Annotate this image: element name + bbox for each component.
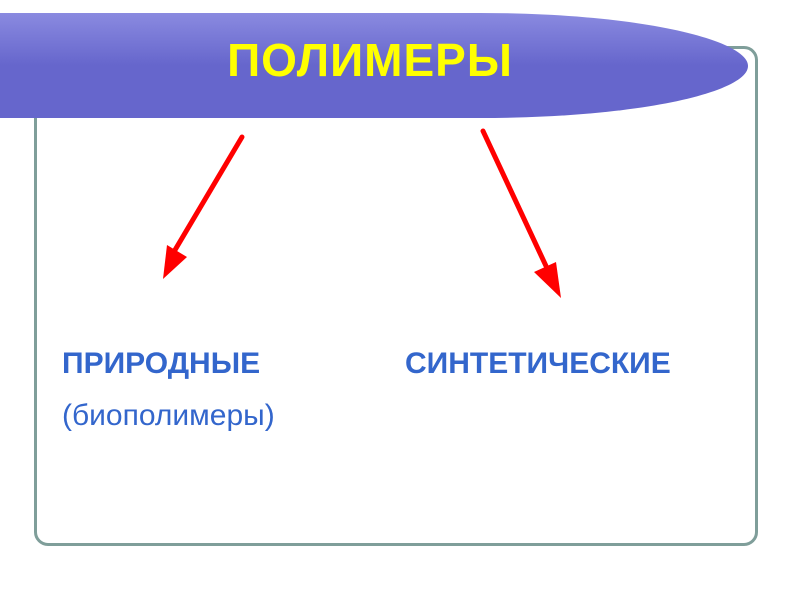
synthetic-polymers-label: СИНТЕТИЧЕСКИЕ <box>405 347 671 380</box>
natural-polymers-label: ПРИРОДНЫЕ <box>62 347 261 380</box>
biopolymers-label: (биополимеры) <box>62 399 275 432</box>
arrow-left <box>163 134 245 279</box>
banner-shape <box>0 13 748 118</box>
arrow-right <box>480 128 561 298</box>
content-frame <box>34 46 758 546</box>
title-banner <box>0 13 748 118</box>
page-title: ПОЛИМЕРЫ <box>227 34 513 86</box>
